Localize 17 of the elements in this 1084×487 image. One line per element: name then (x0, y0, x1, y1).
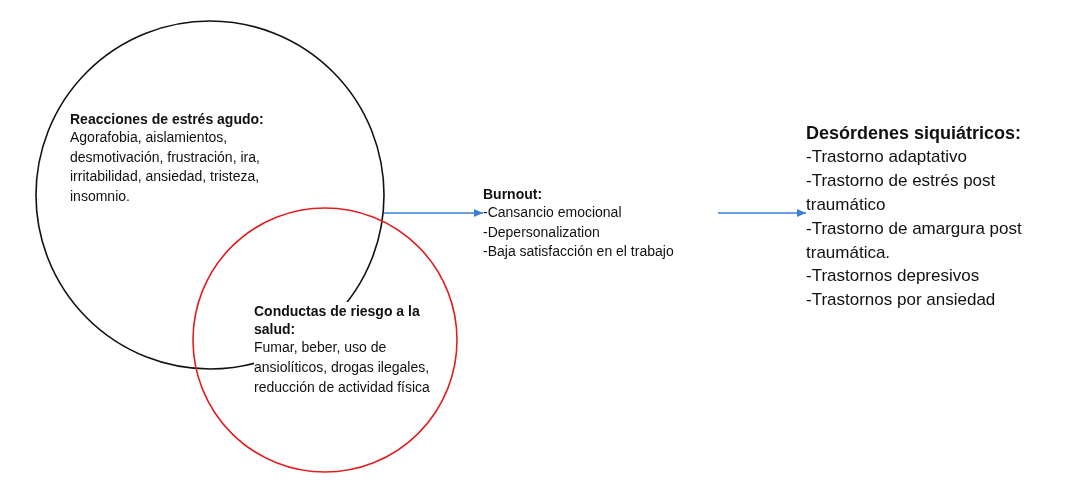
heading-text: Burnout: (483, 185, 544, 204)
heading-text: Conductas de riesgo a la salud: (254, 302, 421, 339)
body-text: -Depersonalization (483, 222, 601, 242)
body-text: -Trastornos depresivos (806, 265, 981, 288)
arrow (383, 209, 484, 217)
body-text: -Cansancio emocional (483, 203, 623, 223)
circle (192, 207, 458, 473)
body-text: Fumar, beber, uso de ansiolíticos, drogas ilegales, reducción de actividad física (254, 338, 431, 397)
body-text: -Baja satisfacción en el trabajo (483, 242, 675, 262)
body-text: -Trastorno adaptativo (806, 146, 968, 169)
heading-text: Reacciones de estrés agudo: (70, 110, 265, 129)
arrow (717, 209, 807, 217)
body-text: -Trastorno de estrés post traumático (806, 170, 997, 216)
body-text: -Trastornos por ansiedad (806, 289, 997, 312)
body-text: Agorafobia, aislamientos, desmotivación, frustración, ira, irritabilidad, ansiedad, tristeza, insomnio. (70, 128, 261, 206)
body-text: -Trastorno de amargura post traumática. (806, 217, 1023, 264)
heading-text: Desórdenes siquiátricos: (806, 122, 1023, 145)
